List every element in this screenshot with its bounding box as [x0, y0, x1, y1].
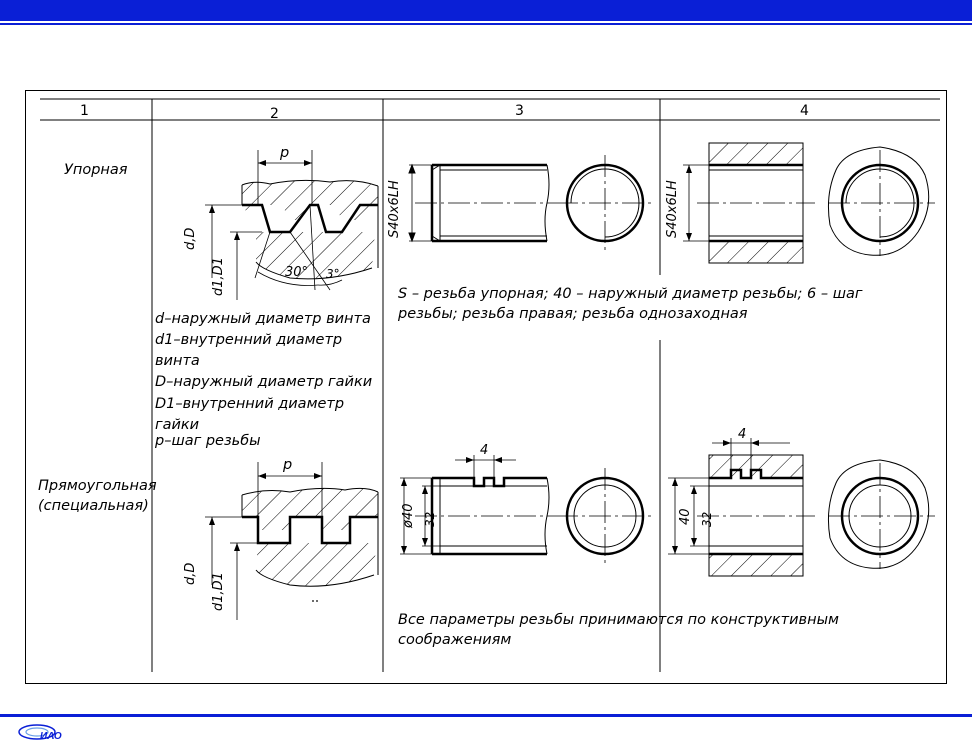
logo-icon [18, 724, 56, 740]
col-header-3: 3 [515, 103, 524, 119]
buttress-screw [408, 163, 556, 243]
mark-s40-nut: S40x6LH [665, 180, 680, 238]
rect-diam-d1-label: d1,D1 [211, 572, 226, 611]
legend-d1-cont: винта [155, 353, 200, 369]
diam-d1-label: d1,D1 [211, 257, 226, 296]
rect-nut-dia: 40 [678, 508, 693, 525]
row-label-rect-2: (специальная) [38, 498, 149, 514]
table-grid [40, 98, 940, 672]
buttress-nut [683, 142, 815, 264]
rect-pitch-label: p [283, 457, 293, 473]
legend-p: p–шаг резьбы [155, 433, 261, 449]
top-banner [0, 0, 972, 21]
row-label-upornaya: Упорная [64, 162, 128, 178]
rect-nut-end-view [828, 459, 935, 569]
legend-D1-cont: гайки [155, 417, 200, 433]
angle-3-label: 3° [326, 267, 340, 281]
upornaya-desc-1: S – резьба упорная; 40 – наружный диамет… [398, 286, 863, 302]
rect-screw [400, 455, 556, 556]
upornaya-desc-2: резьбы; резьба правая; резьба однозаходн… [398, 306, 748, 322]
angle-30-label: 30° [285, 265, 309, 280]
rect-nut [668, 438, 815, 577]
rect-desc-2: соображениям [398, 632, 512, 648]
col-header-4: 4 [800, 103, 809, 119]
rect-screw-end-view [556, 468, 654, 565]
rect-nut-dia-inner: 32 [700, 511, 714, 527]
rect-diam-d-label: d,D [183, 562, 198, 585]
mark-s40-screw: S40x6LH [387, 180, 402, 238]
rect-screw-dia-inner: 32 [423, 511, 437, 527]
buttress-nut-end-view [828, 146, 935, 256]
legend-d: d–наружный диаметр винта [155, 311, 371, 327]
rect-screw-pitch: 4 [480, 443, 489, 458]
rect-screw-dia: ø40 [401, 503, 416, 529]
legend-d1: d1–внутренний диаметр [155, 332, 343, 348]
logo-text: ИАО [40, 731, 62, 742]
rect-nut-pitch: 4 [738, 427, 747, 442]
buttress-screw-end-view [556, 155, 654, 250]
legend-D: D–наружный диаметр гайки [155, 374, 373, 390]
row-label-rect-1: Прямоугольная [38, 478, 157, 494]
table-frame [25, 90, 947, 684]
buttress-profile [205, 150, 379, 300]
pitch-label: p [280, 145, 290, 161]
rect-profile [205, 462, 379, 620]
legend-D1: D1–внутренний диаметр [155, 396, 345, 412]
col-header-1: 1 [80, 103, 89, 119]
bottom-divider [0, 714, 972, 717]
rect-screw-arrows [401, 457, 502, 554]
rect-desc-1: Все параметры резьбы принимаются по конс… [398, 612, 839, 628]
top-divider [0, 23, 972, 25]
col-header-2: 2 [270, 106, 279, 122]
diam-d-label: d,D [183, 227, 198, 250]
